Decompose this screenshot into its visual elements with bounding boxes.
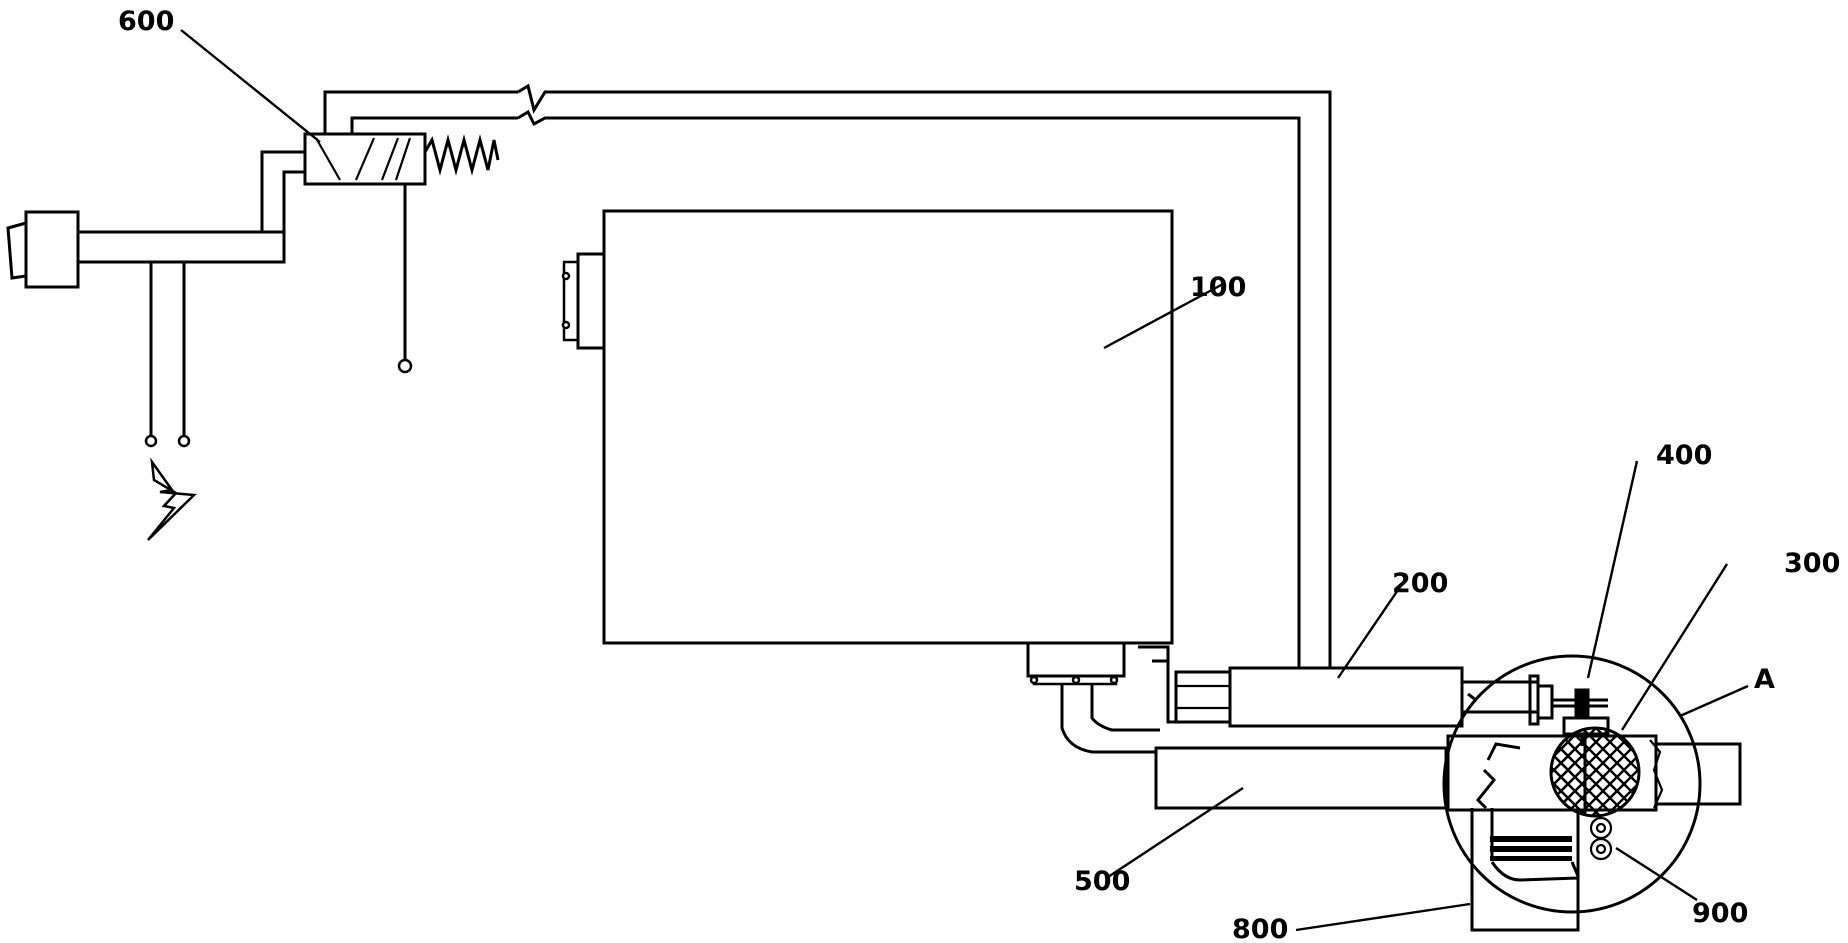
solenoid-valve [303,132,500,374]
label-900: 900 [1692,898,1748,929]
label-100: 100 [1190,272,1246,303]
pipe-500 [1154,746,1448,810]
label-300: 300 [1784,548,1840,579]
label-500: 500 [1074,866,1130,897]
detail-region [1442,654,1742,932]
reference-labels: 600 100 200 400 300 A 500 800 900 [118,6,1840,943]
label-A: A [1754,664,1775,695]
spring-icon [423,134,500,176]
outlet-tubes [1060,684,1160,754]
label-600: 600 [118,6,174,37]
pump [1138,645,1540,728]
label-200: 200 [1392,568,1448,599]
leader-lines [180,29,1749,932]
valve-feed-lines [260,150,305,262]
lightning-bolt-icon [147,457,197,541]
switch-unit [6,210,286,289]
tank [561,209,1174,686]
label-800: 800 [1232,914,1288,943]
label-400: 400 [1656,440,1712,471]
power-wires [144,262,197,541]
return-pipe [323,83,1332,668]
